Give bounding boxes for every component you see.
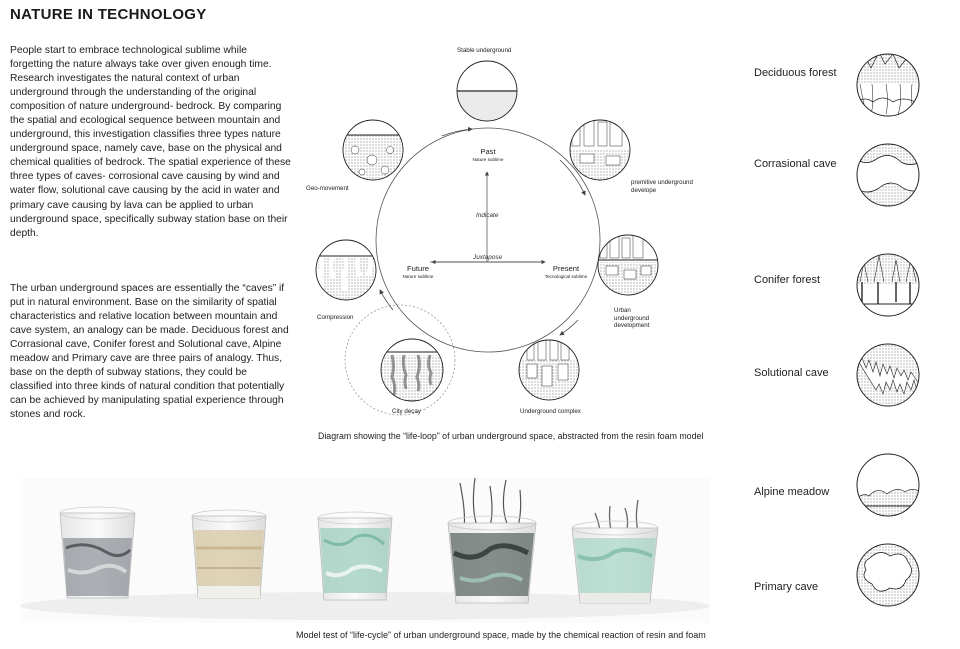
label-complex: Underground complex: [520, 408, 581, 415]
stage-stable-underground: [456, 60, 518, 122]
resin-model-photos: [20, 477, 710, 623]
intro-paragraph: People start to embrace technological su…: [10, 45, 291, 239]
stage-city-decay: [380, 338, 444, 402]
label-future: Future Nature sublime: [402, 264, 434, 280]
analogy-label-solutional: Solutional cave: [754, 367, 829, 379]
stage-urban-development: [597, 234, 659, 296]
primary-cave-icon: [856, 543, 920, 607]
analogy-label-conifer: Conifer forest: [754, 274, 821, 286]
deciduous-forest-icon: [856, 53, 920, 117]
label-primitive: premitive underground develope: [631, 179, 693, 194]
stage-compression: [315, 239, 377, 301]
stage-underground-complex: [518, 339, 580, 401]
model-cup-3: [317, 511, 393, 601]
alpine-meadow-icon: [856, 453, 920, 517]
stage-geo-movement: [342, 119, 404, 181]
model-cup-2: [191, 509, 267, 599]
model-cup-1: [59, 506, 136, 599]
label-indicate: Indicate: [476, 212, 499, 219]
label-urban-dev: Urban underground development: [614, 307, 650, 330]
label-stable: Stable underground: [457, 47, 512, 54]
model-cup-4: [447, 477, 537, 604]
analogy-label-alpine: Alpine meadow: [754, 486, 830, 498]
model-cup-5: [571, 499, 659, 604]
label-decay: City decay: [392, 408, 421, 415]
diagram-caption: Diagram showing the “life-loop” of urban…: [318, 431, 704, 441]
solutional-cave-icon: [856, 343, 920, 407]
analogy-label-primary: Primary cave: [754, 581, 819, 593]
decay-dashed-ring: [344, 304, 456, 416]
analogy-label-corrasional: Corrasional cave: [754, 158, 837, 170]
label-compression: Compression: [317, 314, 354, 321]
label-geo: Geo-movement: [306, 185, 349, 192]
model-caption: Model test of “life-cycle” of urban unde…: [296, 630, 706, 640]
analogy-label-deciduous: Deciduous forest: [754, 67, 837, 79]
corrasional-cave-icon: [856, 143, 920, 207]
conifer-forest-icon: [856, 253, 920, 317]
analogy-paragraph: The urban underground spaces are essenti…: [10, 283, 289, 421]
label-past: Past Nature sublime: [472, 147, 504, 163]
loop-circle: [375, 127, 601, 353]
label-juxtapose: Juxtapose: [473, 254, 503, 261]
label-present: Present Tecnological sublime: [544, 264, 588, 280]
page-title: NATURE IN TECHNOLOGY: [10, 6, 207, 23]
